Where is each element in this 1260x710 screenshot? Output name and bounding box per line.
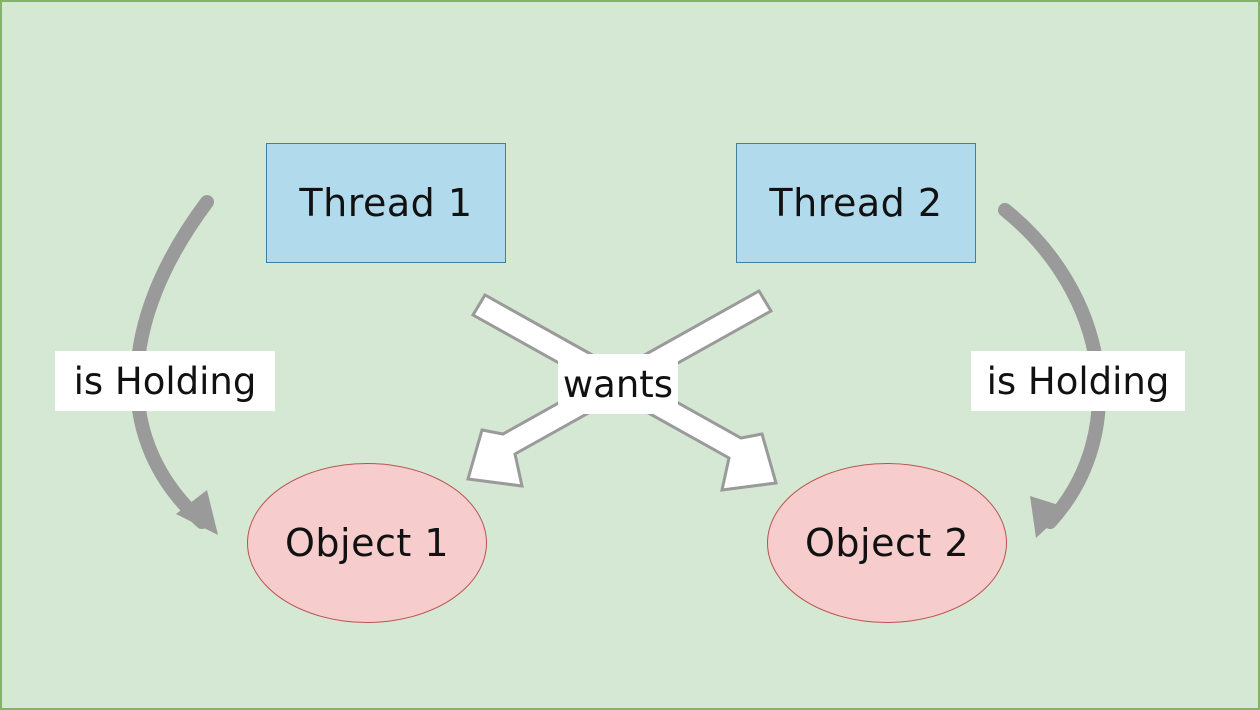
- thread-2-label: Thread 2: [769, 181, 943, 225]
- holding-arrowhead-right: [1030, 496, 1068, 538]
- object-2-label: Object 2: [804, 521, 969, 565]
- thread-1-label: Thread 1: [299, 181, 473, 225]
- object-1-ellipse: Object 1: [247, 463, 487, 623]
- object-2-ellipse: Object 2: [767, 463, 1007, 623]
- is-holding-label-right: is Holding: [971, 351, 1185, 411]
- is-holding-label-left: is Holding: [55, 351, 275, 411]
- wants-label: wants: [558, 354, 678, 414]
- thread-1-box: Thread 1: [266, 143, 506, 263]
- thread-2-box: Thread 2: [736, 143, 976, 263]
- holding-arrowhead-left: [176, 490, 218, 535]
- object-1-label: Object 1: [284, 521, 449, 565]
